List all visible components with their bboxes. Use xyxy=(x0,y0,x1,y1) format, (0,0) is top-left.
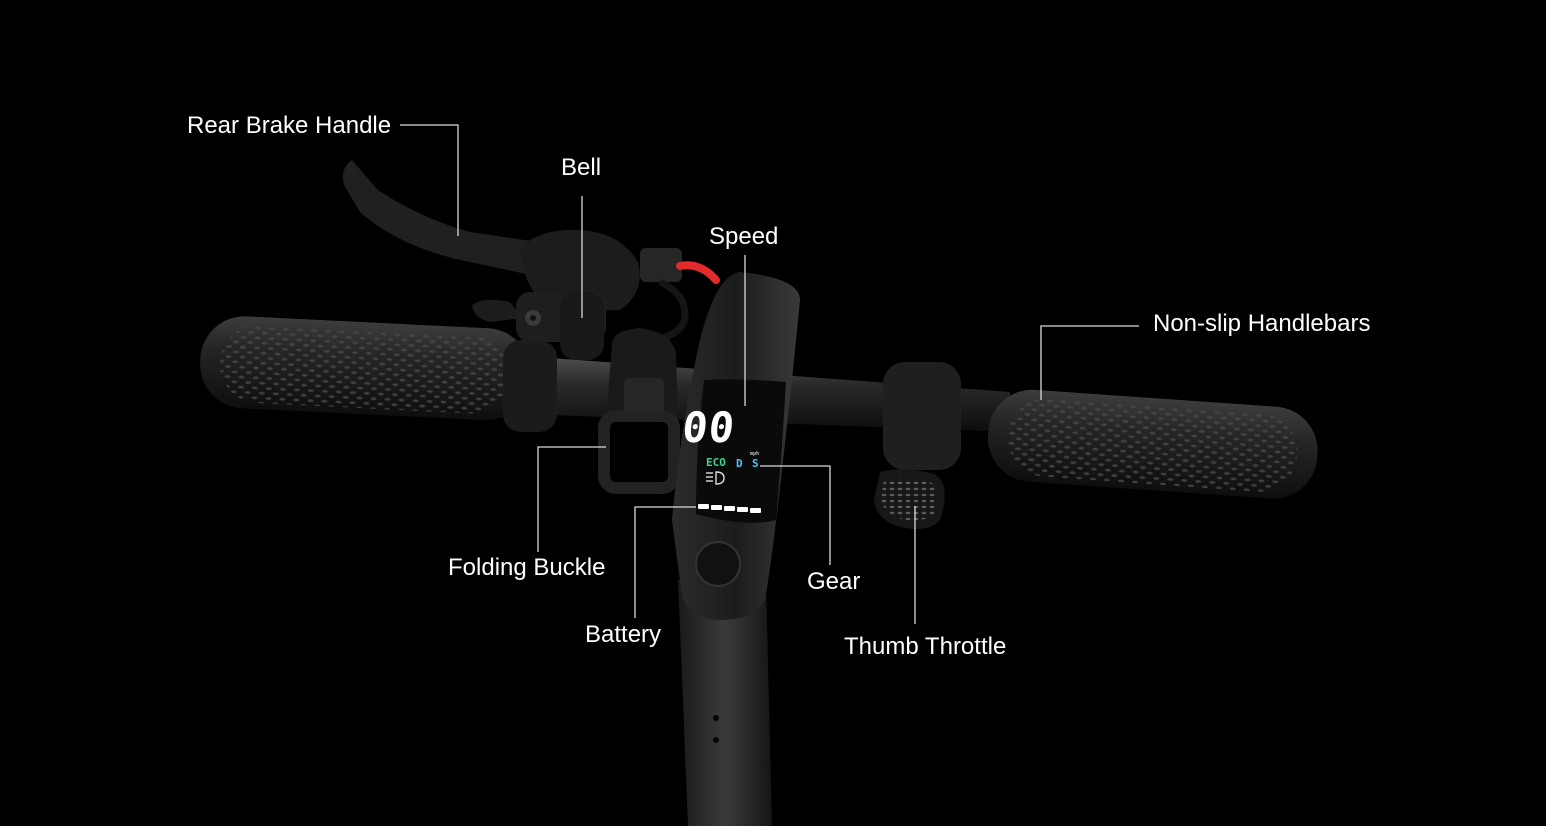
leader-folding-buckle xyxy=(537,446,606,552)
label-battery: Battery xyxy=(585,621,661,648)
folding-buckle-latch xyxy=(624,378,664,414)
bell-dome xyxy=(560,292,604,360)
label-gear: Gear xyxy=(807,568,860,595)
right-grip xyxy=(987,389,1318,499)
throttle-clamp xyxy=(883,362,961,470)
stem-screw xyxy=(713,737,719,743)
brake-cable xyxy=(676,261,720,284)
leader-non-slip xyxy=(1040,325,1139,400)
leader-battery xyxy=(634,506,696,618)
speed-value: 00 xyxy=(680,403,738,452)
label-rear-brake-handle: Rear Brake Handle xyxy=(187,112,391,139)
label-speed: Speed xyxy=(709,223,778,250)
leader-rear-brake xyxy=(400,124,459,236)
display-screen xyxy=(696,379,786,523)
brake-lever xyxy=(343,160,565,278)
battery-indicator xyxy=(698,504,761,513)
leader-gear xyxy=(760,465,831,565)
left-grip xyxy=(200,316,531,421)
speed-unit: mph xyxy=(750,451,759,457)
thumb-throttle-grip-pad xyxy=(881,477,938,521)
label-non-slip-handlebars: Non-slip Handlebars xyxy=(1153,310,1370,337)
label-thumb-throttle: Thumb Throttle xyxy=(844,633,1006,660)
mode-s: S xyxy=(752,457,759,470)
mode-d: D xyxy=(736,457,743,470)
stem-screw xyxy=(713,715,719,721)
label-folding-buckle: Folding Buckle xyxy=(448,554,605,581)
power-button xyxy=(695,541,741,587)
speed-readout: 00 xyxy=(680,403,738,452)
left-grip-collar xyxy=(503,340,557,432)
mode-eco: ECO xyxy=(706,456,726,469)
stem xyxy=(678,580,772,826)
bell-screw-center xyxy=(530,315,536,321)
label-bell: Bell xyxy=(561,154,601,181)
folding-buckle-ring xyxy=(598,410,680,494)
brake-housing xyxy=(520,229,640,312)
brake-connector xyxy=(640,248,682,282)
headlight-icon xyxy=(706,471,725,485)
bell-lever xyxy=(472,299,522,322)
